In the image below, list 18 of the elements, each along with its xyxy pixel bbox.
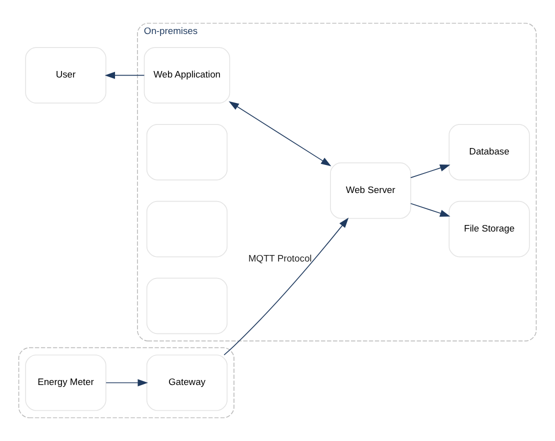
node-box: Web Server [330, 162, 412, 219]
node-box: Web Application [144, 47, 230, 104]
arrow [224, 218, 349, 356]
arrow [106, 379, 148, 386]
arrow [410, 164, 450, 178]
arrow [228, 101, 332, 166]
node-box: User [25, 47, 106, 104]
node-box: Database [448, 124, 530, 180]
node-box [146, 278, 228, 334]
cluster [18, 347, 234, 418]
edge-label: MQTT Protocol [248, 252, 312, 264]
node-box [146, 124, 228, 180]
node-box: Energy Meter [25, 354, 106, 411]
node-box: Gateway [146, 354, 228, 411]
arrow [410, 203, 450, 217]
arrow [104, 72, 145, 79]
node-box: File Storage [448, 200, 530, 258]
node-box [146, 200, 228, 258]
